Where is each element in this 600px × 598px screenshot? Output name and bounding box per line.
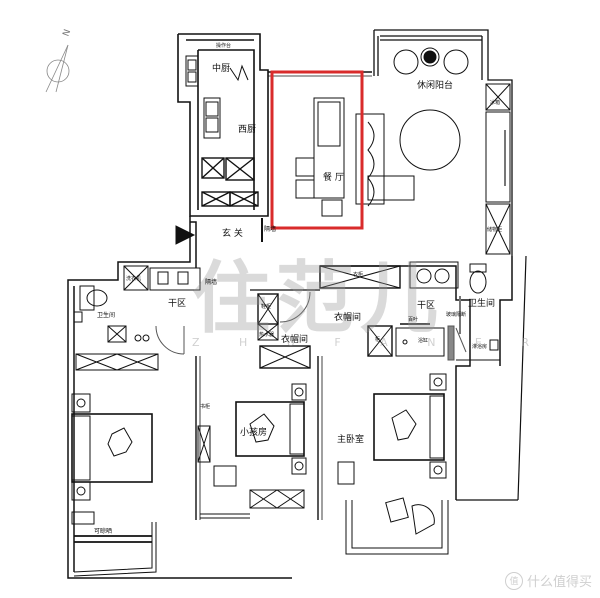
label-wash-machine: 洗衣机 [126,276,142,282]
label-bathroom-left: 卫生间 [97,312,116,319]
label-closet-small: 衣帽间 [281,335,309,345]
label-partition-top: 隔墙 [264,226,277,233]
label-leisure-balcony: 休闲阳台 [417,81,454,91]
label-cabinet: 柜 [375,337,381,343]
label-dry-zone-right: 干区 [417,301,436,311]
label-blinds: 百叶 [408,317,419,323]
label-glass-partition: 玻璃隔断 [446,312,467,318]
label-foyer: 玄 关 [222,229,243,239]
brand-badge-icon: 值 [504,571,523,590]
compass-icon [45,44,70,93]
kitchen-walls [177,33,269,217]
label-counter: 操作台 [216,43,232,49]
label-dining: 餐 厅 [323,173,344,183]
watermark-sub: Z H U F A N E R [192,336,548,349]
label-storage-cabinet: 储物柜 [487,227,503,233]
label-study-cabinet: 书柜 [200,404,211,410]
balcony-walls [373,29,513,256]
label-drying-area: 可晾晒 [94,528,113,535]
label-kids-room: 小孩房 [240,428,268,438]
label-western-kitchen: 西厨 [238,125,257,135]
label-bathtub: 浴缸 [418,338,429,344]
entrance-arrow-icon [175,225,196,245]
label-master-bedroom: 主卧室 [337,435,365,445]
label-water-heater: 热水器 [259,332,275,338]
label-chinese-kitchen: 中厨 [212,64,231,74]
brand-watermark: 值 什么值得买 [504,571,592,590]
label-partition-left: 隔墙 [205,279,218,286]
label-wardrobe-hall: 衣柜 [353,272,364,278]
label-dry-zone-left: 干区 [168,299,187,309]
label-shower-room: 淋浴房 [472,344,488,350]
label-shoe-cabinet: 鞋柜 [261,304,272,310]
label-closet-center: 衣帽间 [334,313,362,323]
label-bathroom-right: 卫生间 [468,299,496,309]
watermark-main: 住范儿 [192,254,445,344]
dining-highlight-frame [270,70,364,230]
brand-name: 什么值得买 [526,575,592,590]
label-fridge: 冰箱 [490,100,501,106]
